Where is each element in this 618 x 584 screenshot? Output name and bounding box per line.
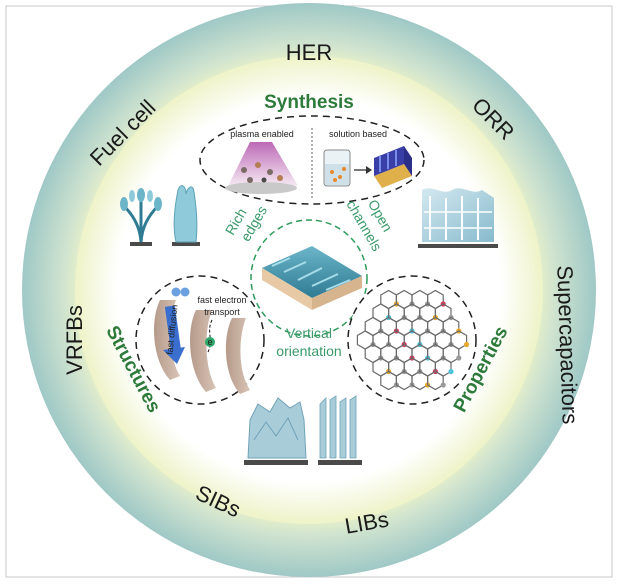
lattice-hexagon: [427, 370, 444, 391]
solution-beaker-icon: [323, 149, 351, 187]
label-vrfbs: VRFBs: [62, 305, 87, 375]
properties-circle: [347, 275, 477, 405]
graphene-slab-icon: [262, 246, 362, 310]
nanostructure-block-icon: [374, 146, 412, 188]
label-solution-based: solution based: [329, 129, 387, 139]
synthesis-ellipse: [199, 115, 425, 205]
arrow-right-icon: [354, 166, 372, 174]
label-vertical: Vertical: [286, 325, 332, 341]
label-plasma-enabled: plasma enabled: [230, 129, 294, 139]
blob-nanosheet-icon: [172, 185, 200, 246]
electron-icon: e: [205, 319, 215, 353]
electron-symbol: e: [207, 337, 212, 347]
label-synthesis: Synthesis: [264, 92, 354, 113]
wavy-stack-icon: [418, 188, 498, 248]
crumpled-sheet-icon: [244, 397, 308, 465]
label-fast-electron: fast electron: [197, 295, 246, 305]
vertical-sheet-array-icon: [318, 395, 362, 465]
lattice-atom: [440, 382, 446, 388]
lattice-atom: [456, 355, 462, 361]
tree-nanosheet-icon: [120, 188, 162, 246]
lattice-atom: [448, 368, 454, 375]
label-her: HER: [286, 40, 332, 65]
label-orientation: orientation: [276, 343, 341, 359]
lattice-atom: [464, 341, 470, 348]
diffusion-arrow-icon: [163, 287, 190, 364]
graphene-lattice-icon: [356, 289, 470, 391]
label-transport: transport: [204, 307, 240, 317]
label-supercapacitors: Supercapacitors: [552, 265, 583, 425]
plasma-cone-icon: [225, 142, 298, 194]
